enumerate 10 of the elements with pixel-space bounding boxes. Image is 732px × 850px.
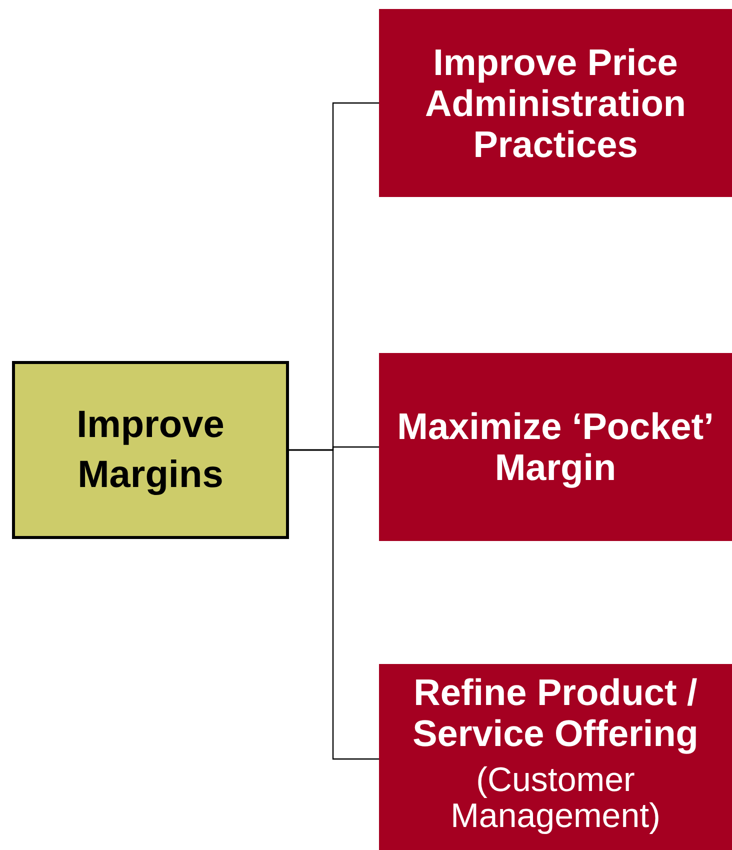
box-note: (Customer Management) [450, 762, 662, 834]
strategy-box [379, 664, 732, 850]
box-title: Maximize ‘Pocket’ Margin [396, 406, 715, 488]
strategy-box [379, 353, 732, 541]
box-title: Improve Margins [76, 403, 226, 498]
goal-box [12, 361, 289, 539]
box-title: Refine Product / Service Offering [412, 672, 700, 754]
connector-line [289, 449, 379, 760]
strategy-box [379, 9, 732, 197]
box-title: Improve Price Administration Practices [424, 42, 688, 164]
